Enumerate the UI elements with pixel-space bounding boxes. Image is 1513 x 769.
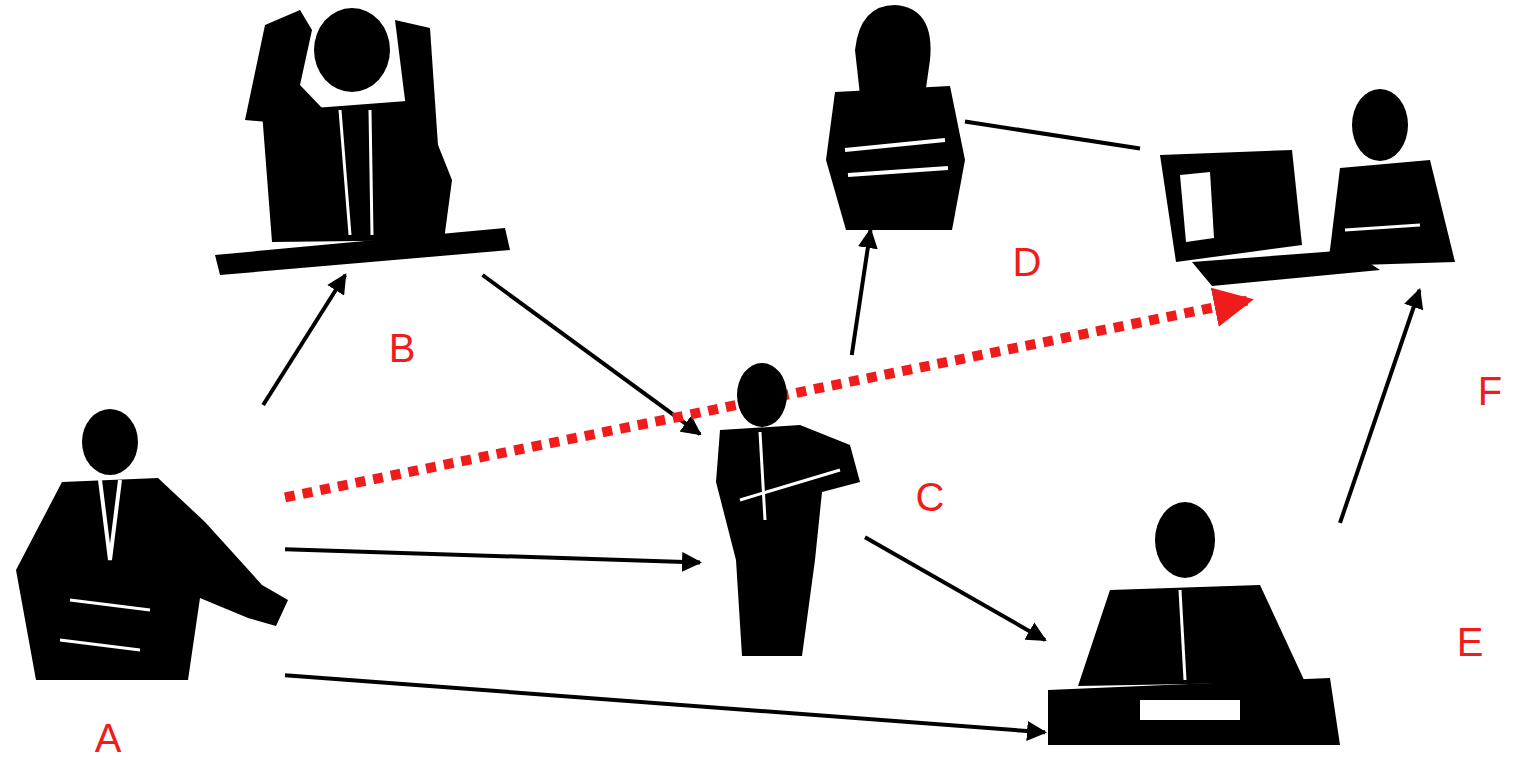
body — [1078, 585, 1305, 686]
person-node: C — [700, 355, 865, 660]
phone — [395, 20, 440, 180]
person-letter: C — [916, 477, 945, 517]
person-node: A — [10, 405, 285, 680]
flow-arrow — [483, 275, 701, 434]
head — [1155, 502, 1215, 578]
person-letter: B — [389, 328, 416, 368]
flow-arrow — [1340, 290, 1420, 523]
person-figure — [826, 5, 965, 230]
person-figure — [215, 8, 510, 275]
person-figure — [1160, 89, 1455, 286]
body — [16, 478, 288, 680]
tie-line — [100, 480, 120, 560]
hair — [855, 5, 931, 95]
head — [314, 8, 390, 92]
body — [716, 425, 860, 656]
head — [737, 363, 787, 427]
desk — [215, 228, 510, 275]
body — [826, 86, 965, 230]
person-node: E — [1045, 490, 1340, 745]
person-letter: A — [95, 718, 122, 758]
coat-detail — [340, 110, 372, 235]
person-letter: E — [1457, 622, 1484, 662]
folder — [845, 140, 948, 175]
person-figure — [1048, 502, 1340, 745]
monitor — [1160, 150, 1302, 262]
person-node: D — [815, 0, 965, 230]
head — [1352, 89, 1408, 161]
coat-detail — [740, 432, 840, 520]
flow-arrow — [285, 675, 1045, 732]
flow-arrow — [865, 537, 1045, 640]
coat-detail — [1180, 590, 1185, 680]
person-node: F — [1140, 85, 1455, 290]
raised-arm — [245, 10, 322, 125]
head — [82, 409, 138, 475]
person-figure — [16, 409, 288, 680]
arm-detail — [1345, 225, 1420, 230]
monitor-screen — [1180, 172, 1214, 242]
person-letter: F — [1478, 371, 1502, 411]
flow-arrow — [965, 122, 1140, 149]
person-letter: D — [1013, 242, 1042, 282]
coat-detail — [60, 600, 150, 650]
person-node: B — [215, 0, 510, 275]
flow-arrow — [285, 549, 700, 562]
head — [869, 18, 917, 82]
body — [1328, 160, 1455, 266]
paper — [1140, 700, 1240, 720]
flow-arrow — [852, 230, 871, 355]
flow-arrow — [263, 275, 345, 405]
person-figure — [716, 363, 860, 656]
podium — [1048, 678, 1340, 745]
